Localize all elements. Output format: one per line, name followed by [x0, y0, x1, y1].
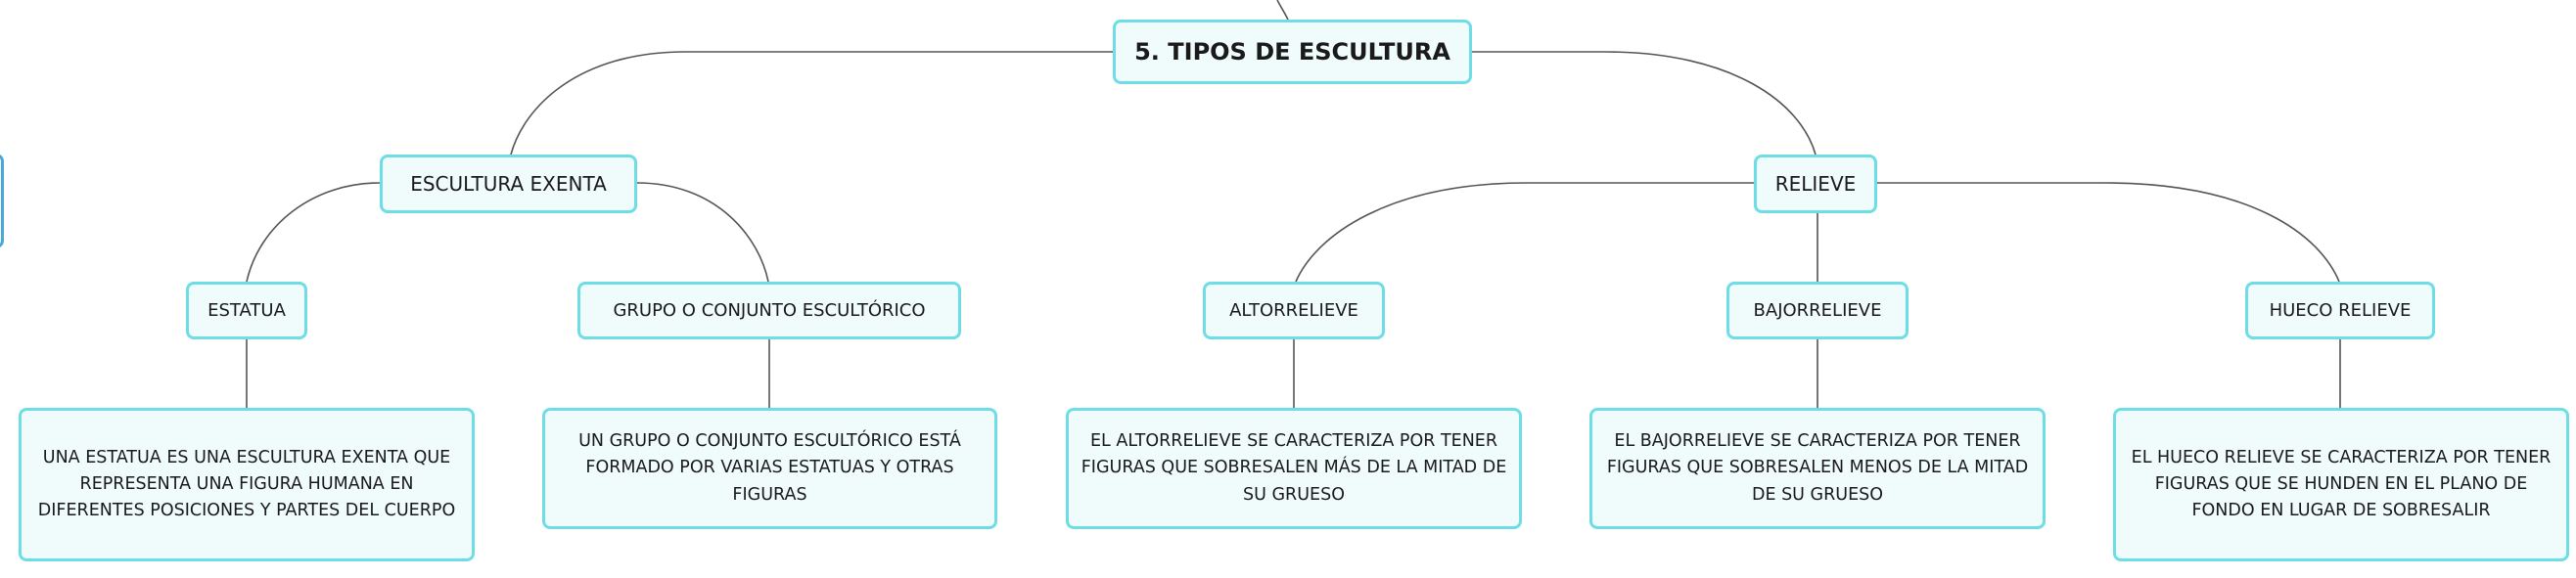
note-grupo-conjunto[interactable]: UN GRUPO O CONJUNTO ESCULTÓRICO ESTÁ FOR…	[542, 408, 997, 529]
note-hueco-relieve-text: EL HUECO RELIEVE SE CARACTERIZA POR TENE…	[2131, 447, 2552, 521]
topic-relieve-label: RELIEVE	[1774, 172, 1857, 196]
note-hueco-relieve[interactable]: EL HUECO RELIEVE SE CARACTERIZA POR TENE…	[2113, 408, 2569, 561]
note-altorrelieve[interactable]: EL ALTORRELIEVE SE CARACTERIZA POR TENER…	[1066, 408, 1522, 529]
note-bajorrelieve[interactable]: EL BAJORRELIEVE SE CARACTERIZA POR TENER…	[1589, 408, 2046, 529]
connector-root-relieve	[1472, 51, 1817, 156]
topic-escultura-exenta[interactable]: ESCULTURA EXENTA	[380, 155, 637, 213]
connector-relieve-altorrelieve	[1295, 182, 1754, 283]
collapsed-panel-tab[interactable]	[0, 154, 4, 248]
note-bajorrelieve-text: EL BAJORRELIEVE SE CARACTERIZA POR TENER…	[1606, 431, 2029, 505]
connector-exenta-grupo	[636, 182, 769, 283]
topic-grupo-conjunto-label: GRUPO O CONJUNTO ESCULTÓRICO	[613, 300, 926, 321]
root-topic-label: 5. TIPOS DE ESCULTURA	[1134, 38, 1450, 66]
topic-hueco-relieve[interactable]: HUECO RELIEVE	[2245, 282, 2435, 339]
topic-estatua-label: ESTATUA	[207, 300, 286, 321]
topic-hueco-relieve-label: HUECO RELIEVE	[2269, 300, 2412, 321]
note-estatua[interactable]: UNA ESTATUA ES UNA ESCULTURA EXENTA QUE …	[19, 408, 475, 561]
topic-altorrelieve[interactable]: ALTORRELIEVE	[1203, 282, 1385, 339]
topic-grupo-conjunto[interactable]: GRUPO O CONJUNTO ESCULTÓRICO	[577, 282, 961, 339]
topic-bajorrelieve[interactable]: BAJORRELIEVE	[1726, 282, 1909, 339]
root-topic[interactable]: 5. TIPOS DE ESCULTURA	[1113, 20, 1472, 84]
note-altorrelieve-text: EL ALTORRELIEVE SE CARACTERIZA POR TENER…	[1081, 431, 1507, 505]
topic-estatua[interactable]: ESTATUA	[186, 282, 307, 339]
note-grupo-conjunto-text: UN GRUPO O CONJUNTO ESCULTÓRICO ESTÁ FOR…	[578, 431, 961, 505]
connector-relieve-hueco	[1877, 182, 2340, 283]
topic-relieve[interactable]: RELIEVE	[1754, 155, 1877, 213]
topic-bajorrelieve-label: BAJORRELIEVE	[1753, 300, 1882, 321]
connector-root-parent	[1276, 0, 1289, 21]
connector-exenta-estatua	[246, 182, 381, 283]
connector-root-escultura-exenta	[510, 51, 1113, 156]
topic-escultura-exenta-label: ESCULTURA EXENTA	[410, 172, 607, 196]
topic-altorrelieve-label: ALTORRELIEVE	[1229, 300, 1358, 321]
note-estatua-text: UNA ESTATUA ES UNA ESCULTURA EXENTA QUE …	[37, 447, 456, 521]
